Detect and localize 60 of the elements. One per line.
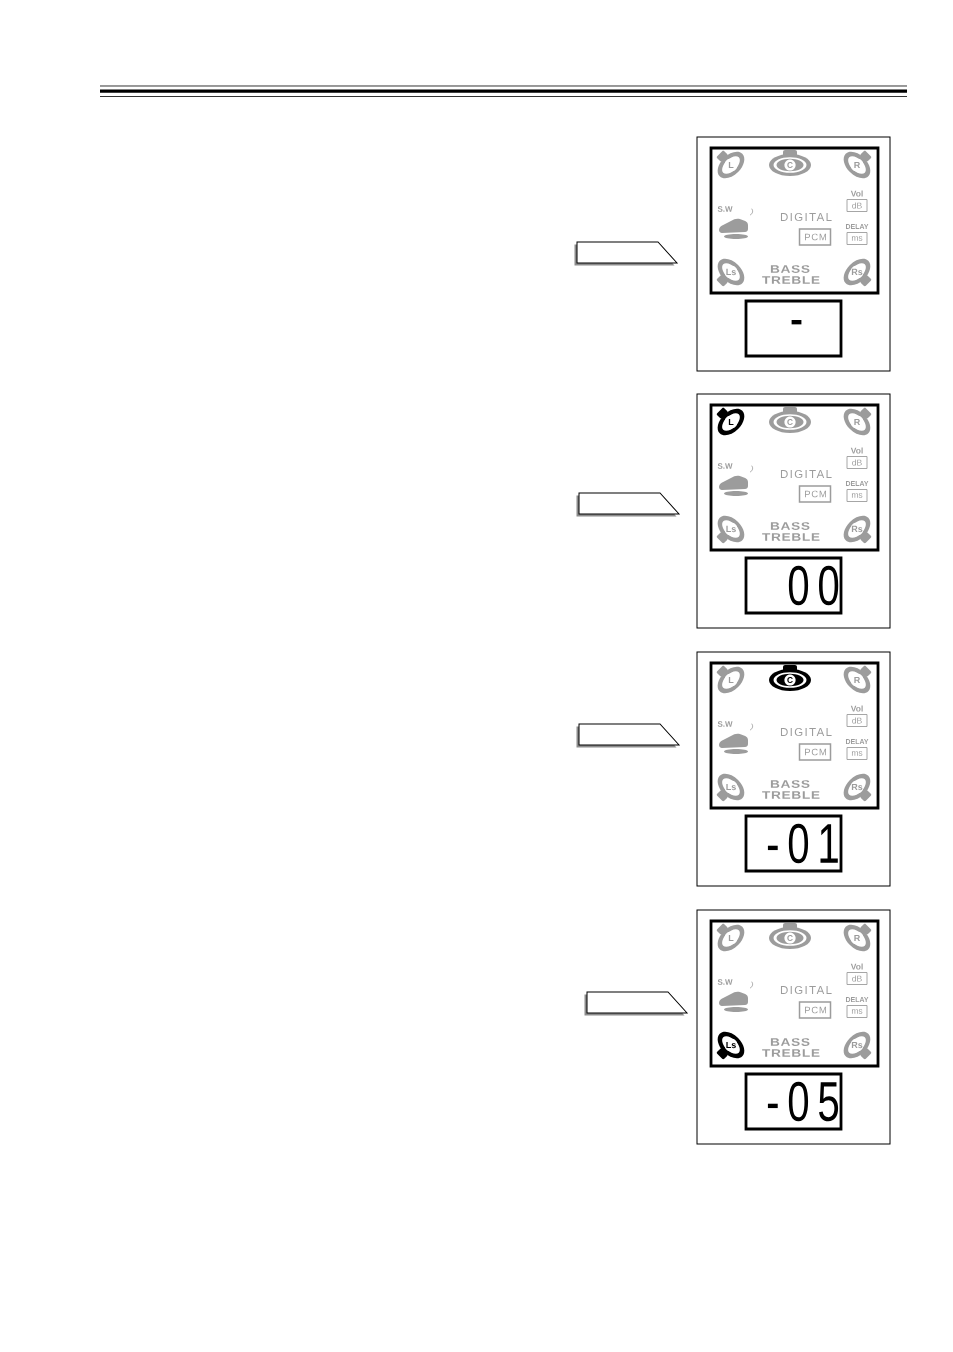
indicator-label: Vol — [850, 447, 863, 454]
speaker-indicator: R — [843, 150, 872, 179]
unit-box: ms — [846, 747, 868, 760]
speaker-indicator: Rs — [843, 773, 872, 802]
unit-box: ms — [846, 1005, 868, 1018]
pointer-tag — [576, 723, 680, 748]
digit-readout: 00 — [744, 556, 843, 615]
indicator-box: PCM — [798, 228, 832, 246]
speaker-indicator: L — [716, 923, 745, 952]
indicator-label: Vol — [850, 705, 863, 712]
speaker-indicator: C — [769, 923, 811, 949]
digit-readout: - — [744, 299, 843, 358]
indicator-label: TREBLE — [762, 276, 820, 284]
pointer-tag — [584, 991, 688, 1016]
indicator-box: PCM — [798, 1001, 832, 1019]
speaker-indicator: R — [843, 407, 872, 436]
speaker-indicator: Ls — [716, 1031, 745, 1060]
indicator-label: DIGITAL — [780, 985, 832, 995]
unit-box: ms — [846, 489, 868, 502]
speaker-indicator: L — [716, 150, 745, 179]
unit-box: dB — [846, 456, 868, 469]
display-panel — [696, 909, 891, 1145]
speaker-indicator: L — [716, 407, 745, 436]
display-panel — [696, 651, 891, 887]
speaker-indicator: L — [716, 665, 745, 694]
speaker-indicator: Ls — [716, 773, 745, 802]
indicator-box: PCM — [798, 743, 832, 761]
digit-readout: -01 — [744, 814, 843, 873]
speaker-indicator: Rs — [843, 1031, 872, 1060]
display-panel — [696, 136, 891, 372]
indicator-label: Vol — [850, 963, 863, 970]
indicator-label: DIGITAL — [780, 727, 832, 737]
unit-box: dB — [846, 972, 868, 985]
speaker-indicator: C — [769, 407, 811, 433]
indicator-box: PCM — [798, 485, 832, 503]
speaker-indicator: C — [769, 150, 811, 176]
indicator-label: DIGITAL — [780, 469, 832, 479]
pointer-tag — [574, 241, 678, 266]
digit-readout: -05 — [744, 1072, 843, 1131]
pointer-tag — [576, 492, 680, 517]
speaker-indicator: Ls — [716, 515, 745, 544]
indicator-label: DIGITAL — [780, 212, 832, 222]
speaker-indicator: Rs — [843, 258, 872, 287]
speaker-indicator: R — [843, 665, 872, 694]
speaker-indicator: R — [843, 923, 872, 952]
indicator-label: BASS — [770, 522, 810, 530]
indicator-label: BASS — [770, 780, 810, 788]
indicator-label: TREBLE — [762, 1049, 820, 1057]
indicator-label: TREBLE — [762, 791, 820, 799]
indicator-label: BASS — [770, 265, 810, 273]
speaker-indicator: Rs — [843, 515, 872, 544]
unit-box: dB — [846, 714, 868, 727]
speaker-indicator: C — [769, 665, 811, 691]
indicator-label: BASS — [770, 1038, 810, 1046]
display-panel — [696, 393, 891, 629]
unit-box: ms — [846, 232, 868, 245]
indicator-label: Vol — [850, 190, 863, 197]
indicator-label: TREBLE — [762, 533, 820, 541]
speaker-indicator: Ls — [716, 258, 745, 287]
unit-box: dB — [846, 199, 868, 212]
